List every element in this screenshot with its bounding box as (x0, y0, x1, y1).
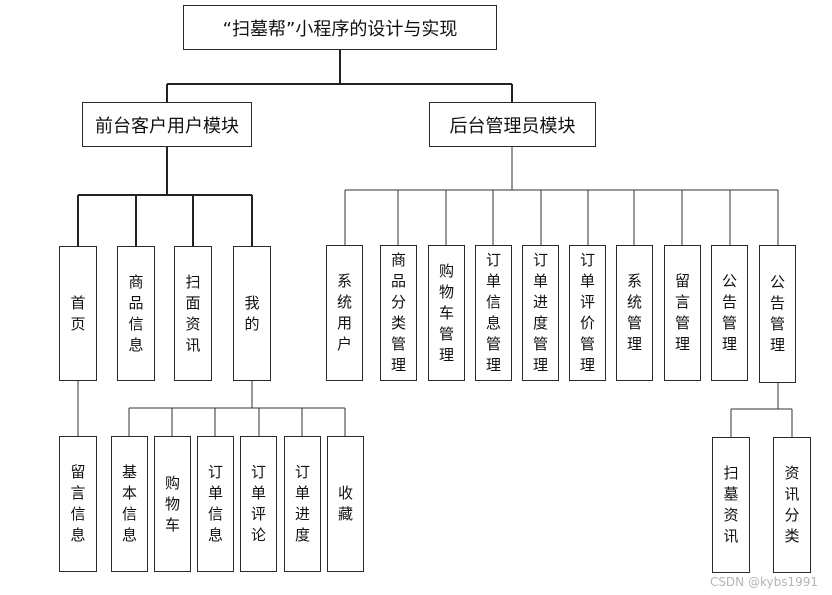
node-order-progress-mgmt-label: 订单进度管理 (533, 251, 549, 374)
node-order-progress: 订单进度 (284, 436, 321, 572)
node-system-user: 系统用户 (326, 245, 363, 381)
node-order-progress-mgmt: 订单进度管理 (522, 245, 559, 381)
node-notice-mgmt-1: 公告管理 (711, 245, 748, 381)
node-product-info: 商品信息 (117, 246, 155, 381)
root-label: “扫墓帮”小程序的设计与实现 (222, 18, 458, 40)
node-cart-mgmt-label: 购物车管理 (439, 261, 455, 364)
node-order-review-mgmt-label: 订单评价管理 (580, 251, 596, 374)
node-basic-info-label: 基本信息 (122, 463, 138, 544)
node-mine: 我的 (233, 246, 271, 381)
node-system-user-label: 系统用户 (337, 272, 353, 353)
node-home: 首页 (59, 246, 97, 381)
node-system-mgmt-label: 系统管理 (627, 272, 643, 353)
node-scan-news: 扫面资讯 (174, 246, 212, 381)
back-module-label: 后台管理员模块 (449, 115, 576, 137)
node-message-info-label: 留言信息 (70, 463, 86, 544)
front-module-node: 前台客户用户模块 (82, 102, 252, 147)
node-notice-mgmt-2-label: 公告管理 (770, 273, 786, 354)
node-order-review: 订单评论 (240, 436, 277, 572)
node-basic-info: 基本信息 (111, 436, 148, 572)
node-cart: 购物车 (154, 436, 191, 572)
node-system-mgmt: 系统管理 (616, 245, 653, 381)
front-module-label: 前台客户用户模块 (95, 115, 239, 137)
node-cart-label: 购物车 (165, 473, 181, 534)
node-order-info-label: 订单信息 (208, 463, 224, 544)
root-node: “扫墓帮”小程序的设计与实现 (183, 5, 497, 50)
node-order-info-mgmt-label: 订单信息管理 (486, 251, 502, 374)
node-message-mgmt-label: 留言管理 (675, 272, 691, 353)
back-module-node: 后台管理员模块 (429, 102, 596, 147)
node-news-category-label: 资讯分类 (784, 464, 800, 545)
node-message-info: 留言信息 (59, 436, 97, 572)
node-message-mgmt: 留言管理 (664, 245, 701, 381)
node-order-info: 订单信息 (197, 436, 234, 572)
node-home-label: 首页 (70, 293, 86, 333)
node-cart-mgmt: 购物车管理 (428, 245, 465, 381)
node-product-category-mgmt-label: 商品分类管理 (391, 251, 407, 374)
node-tomb-news-label: 扫墓资讯 (723, 464, 739, 545)
node-favorites-label: 收藏 (338, 484, 354, 523)
node-product-info-label: 商品信息 (128, 272, 144, 354)
node-notice-mgmt-1-label: 公告管理 (722, 272, 738, 353)
node-favorites: 收藏 (327, 436, 364, 572)
node-order-progress-label: 订单进度 (295, 463, 311, 544)
node-order-info-mgmt: 订单信息管理 (475, 245, 512, 381)
node-mine-label: 我的 (244, 293, 260, 333)
node-scan-news-label: 扫面资讯 (185, 272, 201, 354)
node-news-category: 资讯分类 (773, 437, 811, 573)
node-tomb-news: 扫墓资讯 (712, 437, 750, 573)
node-product-category-mgmt: 商品分类管理 (380, 245, 417, 381)
watermark: CSDN @kybs1991 (709, 575, 818, 589)
node-order-review-label: 订单评论 (251, 463, 267, 544)
node-order-review-mgmt: 订单评价管理 (569, 245, 606, 381)
node-notice-mgmt-2: 公告管理 (759, 245, 796, 383)
